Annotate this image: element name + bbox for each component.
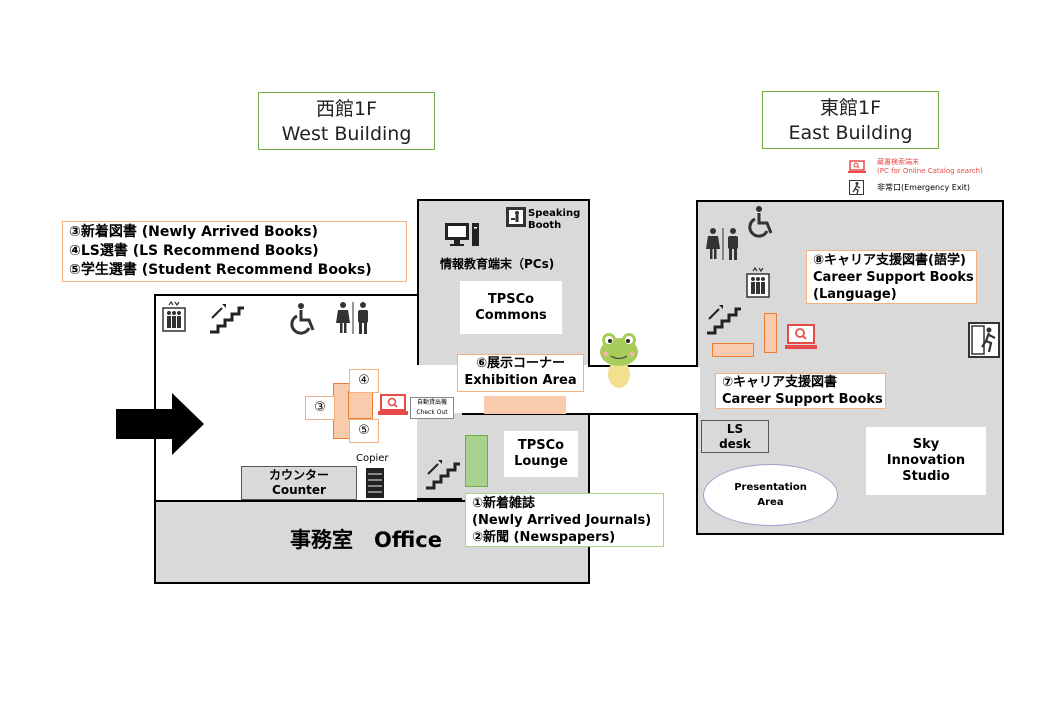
- journals-note: ①新着雑誌 (Newly Arrived Journals) ②新聞 (News…: [465, 493, 664, 547]
- accessible-toilet-icon: [290, 302, 318, 336]
- checkout-jp: 自動貸出機: [416, 399, 447, 406]
- presentation-area: Presentation Area: [703, 464, 838, 526]
- copier-icon: [365, 467, 385, 499]
- east-title-en: East Building: [788, 122, 913, 144]
- emergency-exit-legend-label: 非常口(Emergency Exit): [877, 183, 971, 192]
- pc-label: 情報教育端末（PCs): [440, 257, 555, 271]
- career-note: ⑦キャリア支援図書 Career Support Books: [715, 373, 886, 409]
- presentation-label: Presentation Area: [734, 482, 807, 508]
- elevator-icon-east: [746, 266, 770, 298]
- shelf-number-5: ⑤: [349, 419, 379, 443]
- career-language-sub: (Language): [813, 287, 897, 302]
- east-corridor-gap: [696, 367, 700, 413]
- speaking-booth-label: Speaking Booth: [528, 208, 581, 231]
- opac-legend-label: 蔵書検索端末 (PC for Online Catalog search): [877, 158, 983, 175]
- opac-terminal-icon: [378, 394, 408, 416]
- opac-legend-icon: [848, 160, 866, 174]
- restroom-icon-east: [705, 227, 741, 261]
- career-language-shelf: [764, 313, 777, 353]
- shelf-number-4: ④: [349, 369, 379, 393]
- commons-label: TPSCo Commons: [460, 281, 562, 334]
- stairs-icon-lounge: [424, 458, 462, 490]
- career-en: Career Support Books: [722, 392, 883, 407]
- career-jp: ⑦キャリア支援図書: [722, 375, 838, 390]
- exhibition-label: ⑥展示コーナー Exhibition Area: [457, 354, 584, 392]
- sky-innovation-studio: Sky Innovation Studio: [866, 427, 986, 495]
- journals-jp: ①新着雑誌: [472, 496, 536, 511]
- west-building-title: 西館1F West Building: [258, 92, 435, 150]
- legend: 蔵書検索端末 (PC for Online Catalog search) 非常…: [846, 158, 1026, 198]
- west-right-wall-bottom: [588, 413, 590, 500]
- exhibition-area-shelf: [484, 396, 566, 414]
- shelf-number-3: ③: [305, 396, 335, 420]
- career-shelf: [712, 343, 754, 357]
- speaking-booth-icon: [505, 206, 527, 228]
- east-title-jp: 東館1F: [819, 97, 882, 119]
- stairs-icon: [208, 300, 246, 334]
- opac-terminal-east-icon: [785, 323, 817, 353]
- corridor-top-wall: [588, 365, 698, 367]
- entrance-arrow-icon: [116, 393, 204, 455]
- emergency-exit-icon: [968, 322, 1000, 358]
- checkout-en: Check Out: [416, 409, 448, 416]
- journals-en: (Newly Arrived Journals): [472, 513, 652, 528]
- new-books-note: ③新着図書 (Newly Arrived Books) ④LS選書 (LS Re…: [62, 221, 407, 282]
- corridor-bottom-wall: [588, 413, 698, 415]
- accessible-icon-east: [748, 205, 776, 239]
- ls-desk: LS desk: [701, 420, 769, 453]
- stairs-icon-east: [705, 303, 743, 335]
- exhibition-jp: ⑥展示コーナー: [475, 356, 565, 371]
- shelf-ls-books: [348, 391, 373, 419]
- lounge-label: TPSCo Lounge: [504, 431, 578, 477]
- emergency-exit-legend-icon: [849, 180, 864, 195]
- career-language-note: ⑧キャリア支援図書(語学) Career Support Books (Lang…: [806, 250, 977, 304]
- career-language-en: Career Support Books: [813, 270, 974, 285]
- west-right-wall-top: [588, 199, 590, 367]
- copier-label: Copier: [356, 453, 389, 464]
- west-title-jp: 西館1F: [315, 98, 378, 120]
- self-checkout-label: 自動貸出機 Check Out: [410, 397, 454, 419]
- elevator-icon: [162, 300, 186, 332]
- career-language-jp: ⑧キャリア支援図書(語学): [813, 253, 966, 268]
- restroom-icon: [335, 301, 371, 335]
- note-ls-books: ④LS選書 (LS Recommend Books): [69, 243, 319, 259]
- east-building-title: 東館1F East Building: [762, 91, 939, 149]
- note-student-books: ⑤学生選書 (Student Recommend Books): [69, 262, 372, 278]
- newspapers: ②新聞 (Newspapers): [472, 530, 616, 545]
- frog-mascot-icon: [597, 330, 641, 390]
- note-new-books: ③新着図書 (Newly Arrived Books): [69, 224, 318, 240]
- west-title-en: West Building: [281, 123, 412, 145]
- exhibition-en: Exhibition Area: [464, 373, 577, 388]
- office-label: 事務室 Office: [290, 528, 442, 552]
- pc-icon: [444, 221, 480, 249]
- counter: カウンター Counter: [241, 466, 357, 500]
- journal-rack: [465, 435, 488, 487]
